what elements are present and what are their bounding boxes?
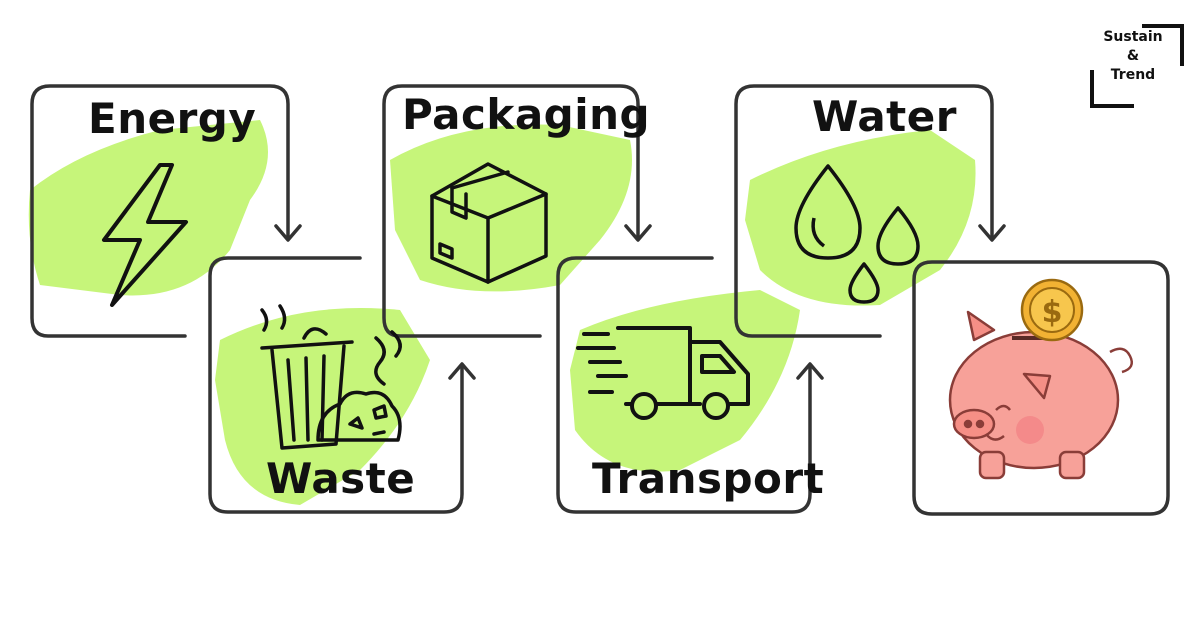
label-water: Water	[812, 92, 957, 141]
label-energy: Energy	[88, 94, 257, 143]
box-transport	[556, 256, 812, 514]
brand-logo: Sustain & Trend	[1092, 26, 1184, 110]
coin-icon: $	[1020, 278, 1084, 342]
label-packaging: Packaging	[402, 90, 651, 139]
cardboard-box-icon	[430, 162, 548, 284]
delivery-truck-icon	[576, 326, 750, 420]
highlight-brush-strokes	[28, 120, 976, 505]
brand-bracket	[1090, 24, 1184, 108]
brand-line-1: Sustain	[1103, 29, 1163, 45]
label-transport: Transport	[592, 454, 825, 503]
box-energy	[30, 84, 290, 338]
arrow-waste-to-packaging	[448, 362, 476, 380]
arrow-energy-to-waste	[274, 224, 302, 242]
box-water	[734, 84, 994, 338]
highlight-energy	[28, 120, 268, 296]
lightning-bolt-icon	[102, 163, 188, 307]
flow-arrows	[274, 224, 1006, 380]
brand-line-2: &	[1126, 48, 1140, 64]
box-waste	[208, 256, 464, 514]
brand-line-3: Trend	[1110, 67, 1156, 83]
arrow-packaging-to-transport	[624, 224, 652, 242]
arrow-transport-to-water	[796, 362, 824, 380]
brand-text: Sustain & Trend	[1092, 28, 1174, 85]
arrow-water-to-savings	[978, 224, 1006, 242]
box-packaging	[382, 84, 640, 338]
label-waste: Waste	[266, 454, 416, 503]
box-savings	[912, 260, 1170, 516]
svg-text:$: $	[1042, 295, 1063, 330]
trash-can-icon	[260, 304, 402, 450]
box-outlines	[30, 84, 1170, 516]
highlight-transport	[570, 290, 800, 472]
water-drops-icon	[794, 164, 920, 304]
